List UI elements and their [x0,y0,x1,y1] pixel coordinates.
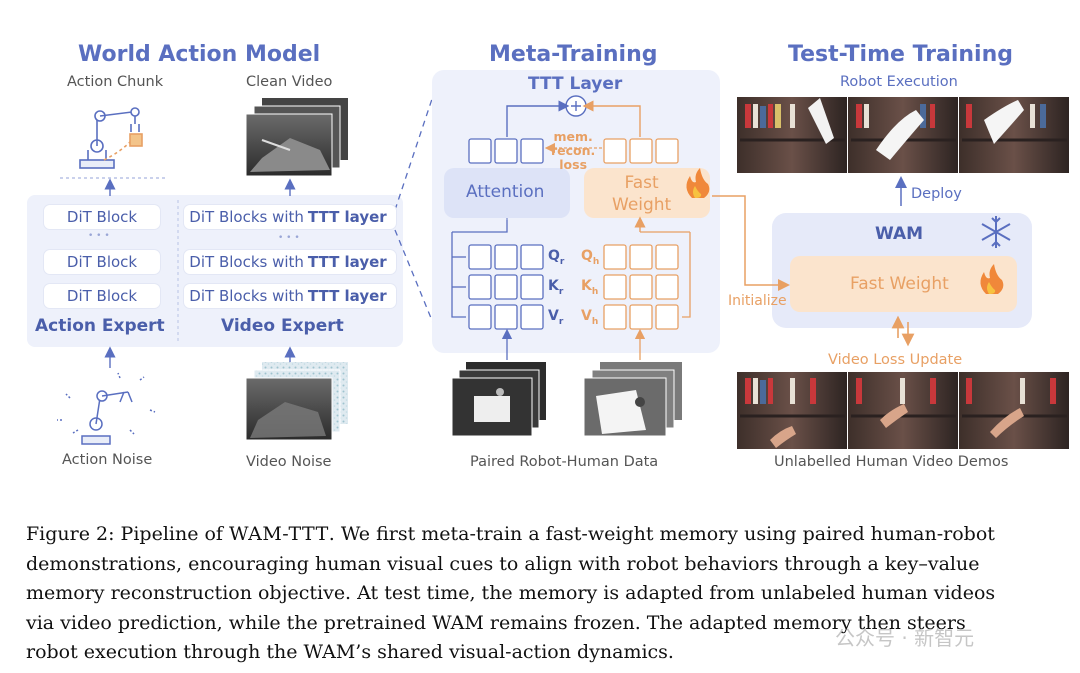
watermark: 公众号 · 新智元 [835,626,975,650]
action-expert-label: Action Expert [35,316,165,336]
clean-video-frames [245,98,348,177]
dit-ellipsis-right: • • • [278,233,300,243]
dit-block-2: DiT Block [44,250,160,274]
k-robot-label: Kr [548,278,564,297]
caption-line-4: via video prediction, while the pretrain… [26,611,966,634]
ttt-fast-weight-label: Fast Weight [850,274,949,294]
figure-2: World Action Model Meta-Training Test-Ti… [27,42,1069,470]
clean-video-label: Clean Video [246,74,333,90]
deploy-label: Deploy [911,186,962,202]
flame-icon [686,168,710,198]
robot-execution-label: Robot Execution [840,74,958,90]
v-human-label: Vh [581,308,599,327]
caption-line-2: demonstrations, encouraging human visual… [26,552,980,575]
snowflake-icon [981,216,1011,248]
human-demos-label: Unlabelled Human Video Demos [774,454,1009,470]
noisy-robot-icon [57,372,156,445]
fast-weight-box [584,168,710,218]
figure-svg [27,70,1069,449]
caption-line-3: memory reconstruction objective. At test… [26,582,996,604]
video-expert-label: Video Expert [221,316,344,336]
q-robot-label: Qr [548,248,565,267]
caption-line-5: robot execution through the WAM’s shared… [26,641,674,663]
fastweight-output-tokens [603,138,679,164]
figure-caption: Figure 2: Pipeline of WAM-TTT. We first … [26,520,1066,668]
dit-block-3: DiT Block [44,284,160,308]
robot-execution-frames [737,97,1069,173]
ttt-layer-label: TTT Layer [528,74,623,94]
wam-box-label: WAM [875,224,924,244]
v-robot-label: Vr [548,308,564,327]
action-chunk-label: Action Chunk [67,74,164,90]
video-loss-label: Video Loss Update [828,352,963,368]
wam-title: World Action Model [78,42,321,67]
paired-data-label: Paired Robot-Human Data [470,454,659,470]
robot-qkv-grid [468,244,544,330]
human-demo-frames [737,372,1069,449]
action-noise-label: Action Noise [62,452,153,468]
attention-box [444,168,570,218]
initialize-label: Initialize [728,293,787,309]
video-noise-frames [245,362,348,441]
robot-arm-icon [60,107,165,179]
k-human-label: Kh [581,278,599,297]
mem-recon-loss-label: mem. recon. loss [551,129,596,172]
video-noise-label: Video Noise [246,454,332,470]
attention-label: Attention [466,182,545,202]
ttt-title: Test-Time Training [788,42,1014,67]
flame-icon-2 [980,264,1004,294]
robot-data-frames [451,362,546,437]
dit-ellipsis-left: • • • [88,231,110,241]
attention-output-tokens [468,138,544,164]
human-qkv-grid [603,244,679,330]
meta-training-title: Meta-Training [489,42,658,67]
caption-line-1: Figure 2: Pipeline of WAM-TTT. We first … [26,523,995,545]
q-human-label: Qh [581,248,600,267]
ttt-fast-weight-box [790,256,1017,312]
dit-block-1: DiT Block [44,205,160,229]
human-data-frames [583,362,682,437]
fast-weight-label: Fast Weight [612,173,672,215]
